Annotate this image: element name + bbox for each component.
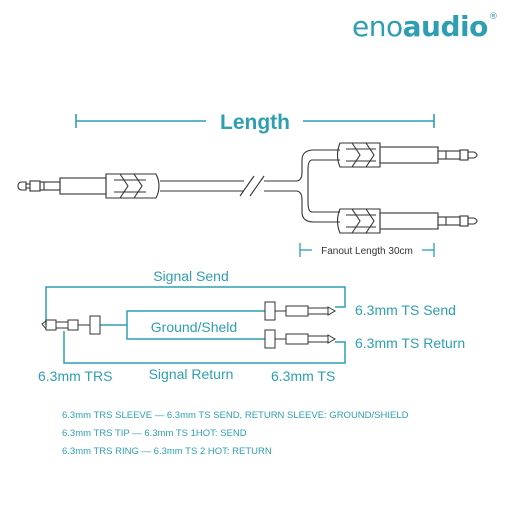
length-label: Length	[220, 111, 290, 134]
ground-wire	[100, 310, 265, 326]
right-connector-label: 6.3mm TS	[271, 368, 335, 384]
brand-name-part1: eno	[352, 10, 403, 43]
fanout-label: Fanout Length 30cm	[321, 246, 413, 257]
brand-logo: enoaudio®	[352, 10, 498, 43]
trs-schematic-plug	[41, 315, 101, 335]
wiring-notes: 6.3mm TRS SLEEVE — 6.3mm TS SEND, RETURN…	[62, 410, 409, 457]
ts-plug-top	[336, 142, 478, 168]
signal-return-label: Signal Return	[149, 366, 234, 382]
brand-name-part2: audio	[402, 10, 489, 43]
trs-plug-left	[17, 173, 160, 199]
note-line: 6.3mm TRS SLEEVE — 6.3mm TS SEND, RETURN…	[62, 410, 409, 421]
ts-schematic-plug-send	[264, 301, 337, 321]
left-connector-label: 6.3mm TRS	[38, 368, 112, 384]
ts-return-label: 6.3mm TS Return	[355, 335, 465, 351]
registered-mark: ®	[488, 12, 498, 22]
wiring-schematic: Signal Send Ground/Sheld Signal Return 6…	[38, 268, 465, 384]
signal-send-label: Signal Send	[153, 268, 229, 284]
ground-label: Ground/Sheld	[151, 319, 237, 335]
signal-send-wire	[45, 286, 346, 325]
ts-schematic-plug-return	[264, 329, 337, 349]
note-line: 6.3mm TRS TIP — 6.3mm TS 1HOT: SEND	[62, 428, 247, 439]
signal-return-wire	[63, 331, 346, 364]
length-dimension	[75, 114, 435, 128]
ts-send-label: 6.3mm TS Send	[355, 302, 456, 318]
note-line: 6.3mm TRS RING — 6.3mm TS 2 HOT: RETURN	[62, 446, 272, 457]
fanout-dimension	[299, 243, 435, 257]
cable-drawing	[17, 142, 478, 234]
ts-plug-bottom	[336, 208, 478, 234]
